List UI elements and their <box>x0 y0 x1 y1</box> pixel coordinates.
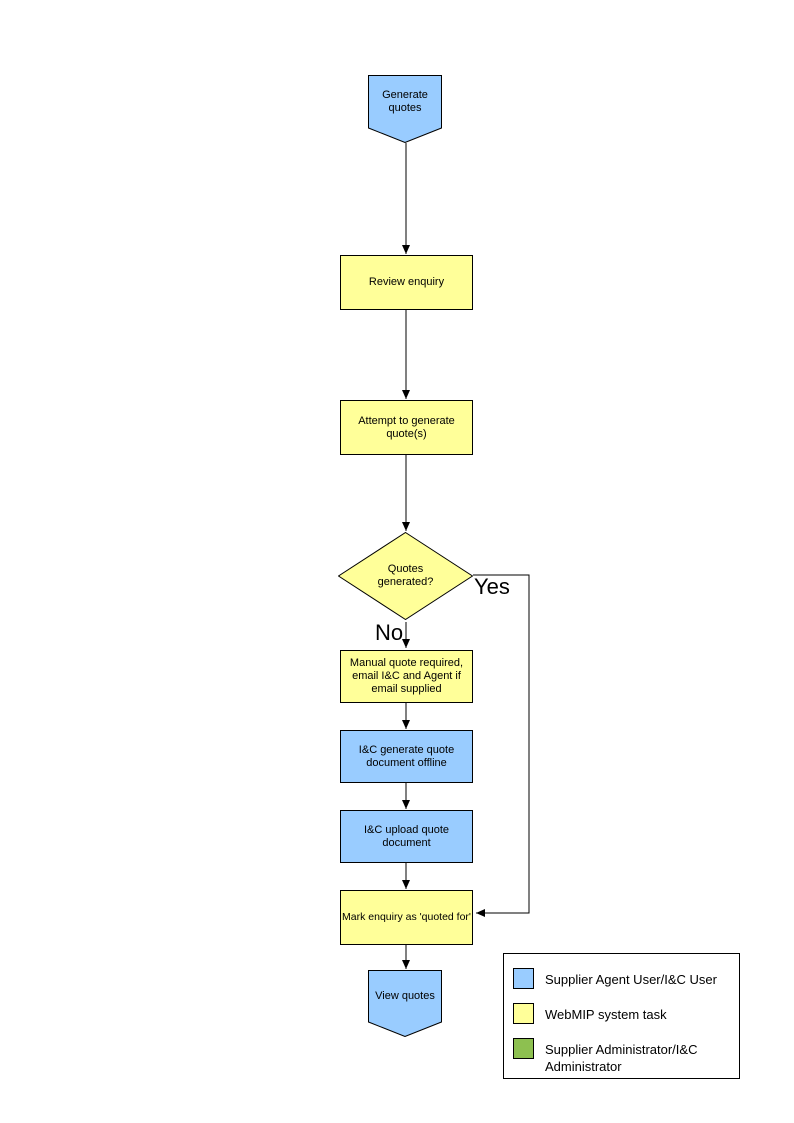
no-branch-label: No <box>375 620 404 645</box>
node-label: Manual quote required, email I&C and Age… <box>349 657 464 695</box>
legend-swatch-green <box>513 1038 534 1059</box>
node-mark-quoted-for: Mark enquiry as 'quoted for' <box>340 890 473 945</box>
node-ic-generate-offline: I&C generate quote document offline <box>340 730 473 783</box>
node-label: I&C upload quote document <box>363 823 449 849</box>
node-ic-upload-quote: I&C upload quote document <box>340 810 473 863</box>
node-manual-quote-required: Manual quote required, email I&C and Age… <box>340 650 473 703</box>
node-label: Mark enquiry as 'quoted for' <box>342 911 471 923</box>
diamond-shape <box>338 532 473 620</box>
node-label: I&C generate quote document offline <box>358 743 455 769</box>
connector-yes-branch <box>473 574 530 917</box>
legend-swatch-blue <box>513 968 534 989</box>
node-view-quotes: View quotes <box>368 970 442 1037</box>
node-label: Generate quotes <box>382 89 428 114</box>
yes-branch-label: Yes <box>474 574 510 599</box>
legend-item-admin: Supplier Administrator/I&C Administrator <box>513 1038 737 1075</box>
legend-swatch-yellow <box>513 1003 534 1024</box>
node-generate-quotes: Generate quotes <box>368 75 442 143</box>
node-label: View quotes <box>375 990 435 1002</box>
node-label: Review enquiry <box>368 276 445 288</box>
node-attempt-generate: Attempt to generate quote(s) <box>340 400 473 455</box>
node-label: Attempt to generate quote(s) <box>358 414 455 440</box>
pentagon-shape <box>368 970 442 1037</box>
legend-item-user: Supplier Agent User/I&C User <box>513 968 737 989</box>
legend-item-system: WebMIP system task <box>513 1003 737 1024</box>
node-quotes-generated-decision: Quotes generated? <box>338 532 473 620</box>
node-label: Quotes generated? <box>377 563 434 588</box>
legend-label: Supplier Administrator/I&C Administrator <box>545 1042 698 1074</box>
pentagon-shape <box>368 75 442 143</box>
legend-label: Supplier Agent User/I&C User <box>545 972 717 987</box>
node-review-enquiry: Review enquiry <box>340 255 473 310</box>
legend-box: Supplier Agent User/I&C User WebMIP syst… <box>503 953 740 1079</box>
legend-label: WebMIP system task <box>545 1007 667 1022</box>
